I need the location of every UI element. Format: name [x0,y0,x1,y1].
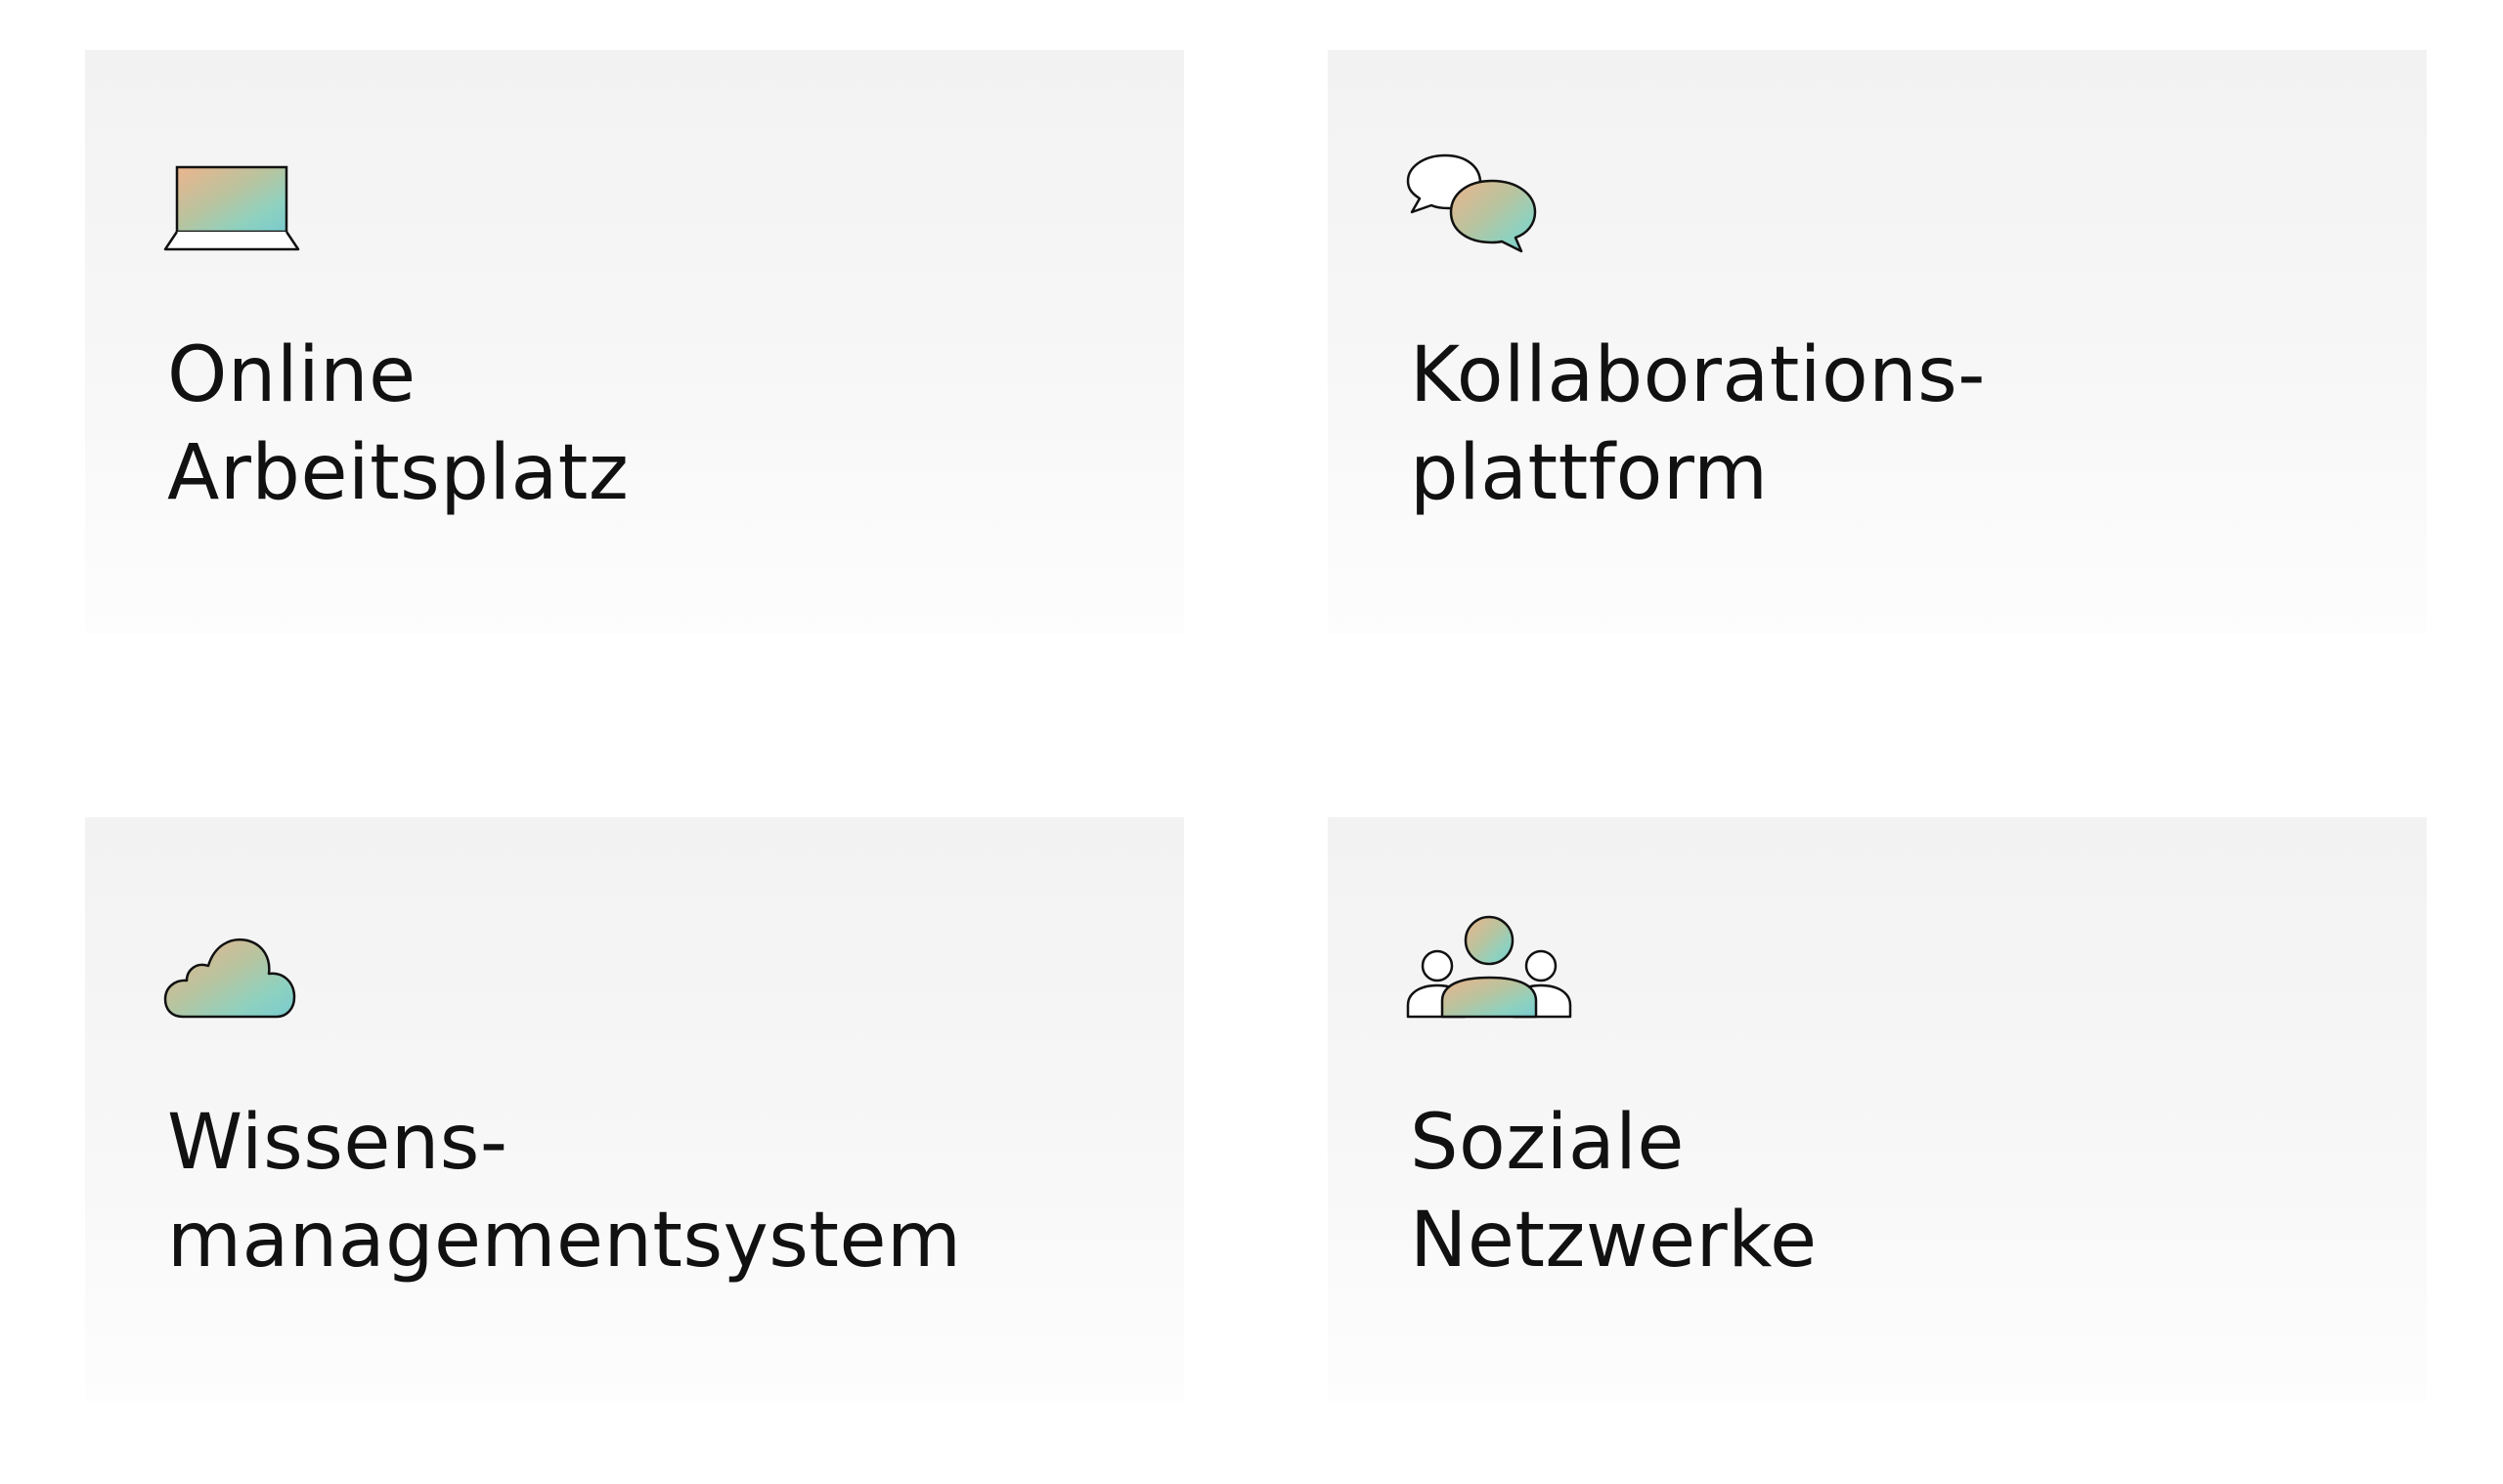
card-title-line-1: Wissens- [167,1099,508,1187]
card-title-line-1: Online [167,331,417,419]
people-group-icon [1406,915,1572,1023]
card-wissensmanagementsystem[interactable]: Wissens- managementsystem [85,817,1184,1401]
card-title: Soziale Netzwerke [1410,1094,1818,1289]
card-soziale-netzwerke[interactable]: Soziale Netzwerke [1328,817,2427,1401]
card-title: Online Arbeitsplatz [167,327,629,522]
card-title-line-2: managementsystem [167,1197,962,1285]
card-title-line-2: Netzwerke [1410,1197,1818,1285]
chat-bubbles-icon [1406,148,1543,255]
laptop-icon [163,148,300,255]
card-online-arbeitsplatz[interactable]: Online Arbeitsplatz [85,50,1184,633]
cloud-icon [163,915,300,1023]
card-title: Kollaborations- plattform [1410,327,1986,522]
card-title-line-2: plattform [1410,429,1769,517]
card-title-line-2: Arbeitsplatz [167,429,630,517]
card-title-line-1: Kollaborations- [1410,331,1986,419]
card-kollaborationsplattform[interactable]: Kollaborations- plattform [1328,50,2427,633]
feature-card-grid: Online Arbeitsplatz Kollaborations- plat… [85,50,2427,1413]
card-title-line-1: Soziale [1410,1099,1685,1187]
card-title: Wissens- managementsystem [167,1094,962,1289]
